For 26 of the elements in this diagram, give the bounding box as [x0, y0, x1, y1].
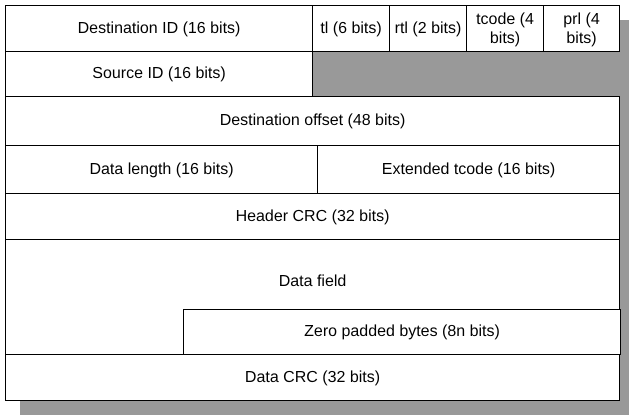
- field-label: Data CRC (32 bits): [244, 368, 380, 386]
- field-label: Header CRC (32 bits): [236, 208, 390, 226]
- field-cell: [183, 309, 621, 355]
- field-cell: [5, 51, 313, 97]
- field-cell: [5, 239, 620, 355]
- field-label: Data field: [278, 273, 346, 291]
- field-label: prl (4 bits): [562, 10, 601, 48]
- field-label: Data length (16 bits): [89, 160, 234, 178]
- field-cell: [5, 145, 318, 194]
- field-cell: [543, 5, 620, 52]
- field-label: Extended tcode (16 bits): [382, 160, 556, 178]
- field-label: Source ID (16 bits): [92, 65, 226, 83]
- field-label: tcode (4 bits): [475, 10, 535, 48]
- field-cell: [389, 5, 467, 52]
- field-label: Zero padded bytes (8n bits): [304, 323, 500, 341]
- field-cell: [5, 96, 620, 146]
- field-cell: [312, 5, 390, 52]
- field-label: rtl (2 bits): [394, 19, 462, 38]
- field-label: tl (6 bits): [319, 19, 383, 38]
- field-cell: [5, 5, 313, 52]
- field-label: Destination ID (16 bits): [78, 20, 240, 38]
- field-cell: [466, 5, 544, 52]
- field-label: Destination offset (48 bits): [220, 112, 406, 130]
- field-cell: [5, 193, 620, 240]
- field-cell: [5, 354, 620, 401]
- field-cell: [317, 145, 620, 194]
